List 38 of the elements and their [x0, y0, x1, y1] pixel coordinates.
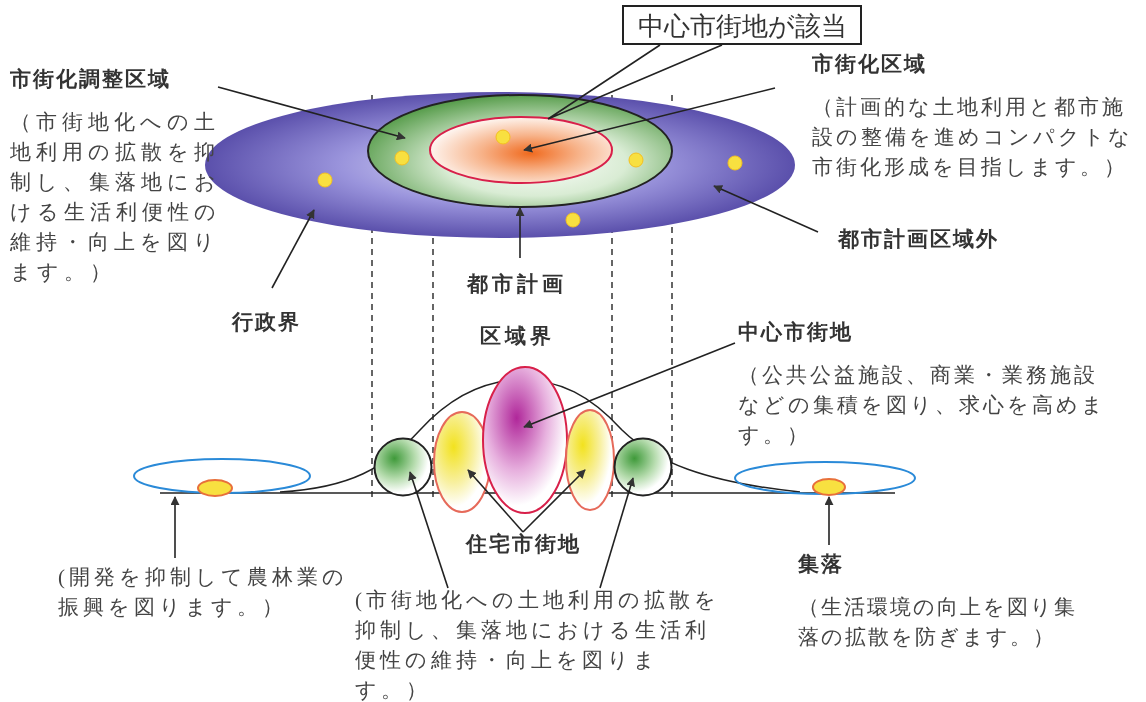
residential-area-ellipse — [565, 409, 615, 511]
leader-arrow — [515, 207, 525, 259]
area-description: (市街地化への土地利用の拡散を抑制し、集落地における生活利便性の維持・向上を図ります。） — [355, 585, 723, 702]
area-label: 都市計画区域外 — [838, 225, 999, 253]
settlement-mound — [197, 479, 233, 497]
residential-area-ellipse — [433, 411, 491, 513]
control-area-circle — [373, 437, 433, 497]
area-description: (開発を抑制して農林業の振興を図ります。） — [58, 562, 348, 622]
central-area-ellipse — [482, 366, 568, 514]
leader-arrow — [408, 471, 449, 589]
area-label: 住宅市街地 — [466, 530, 581, 558]
leader-arrow — [467, 469, 524, 533]
leader-arrow — [522, 469, 586, 533]
control-area-circle — [613, 437, 673, 497]
leader-arrow — [523, 87, 776, 153]
area-description: （公共公益施設、商業・業務施設などの集積を図り、求心を高めます。） — [738, 362, 1107, 449]
area-heading: 中心市街地 — [738, 319, 854, 345]
boundary-label: 行政界 — [232, 308, 301, 336]
leader-arrow — [271, 209, 315, 289]
area-heading: 市街化調整区域 — [10, 66, 172, 92]
leader-arrow — [713, 185, 819, 233]
settlement-area-ellipse — [133, 458, 311, 494]
settlement-area-ellipse — [734, 461, 916, 496]
leader-arrow — [170, 496, 180, 559]
area-description: （計画的な土地利用と都市施設の整備を進めコンパクトな市街化形成を目指します。） — [812, 94, 1134, 181]
leader-arrow — [217, 86, 406, 141]
settlement-mound — [812, 478, 846, 496]
area-heading: 市街化区域 — [812, 51, 928, 77]
callout-box: 中心市街地が該当 — [622, 5, 862, 45]
area-heading: 集落 — [798, 551, 845, 577]
callout-pointer — [547, 44, 723, 120]
urbanization-area-ellipse — [429, 116, 613, 184]
leader-arrow — [824, 496, 834, 546]
planning-area-ellipse — [367, 94, 673, 208]
leader-arrow — [523, 342, 736, 429]
leader-arrow — [599, 477, 635, 589]
area-description: （生活環境の向上を図り集落の拡散を防ぎます。） — [798, 594, 1078, 651]
boundary-label: 都市計画区域界 — [462, 258, 572, 362]
